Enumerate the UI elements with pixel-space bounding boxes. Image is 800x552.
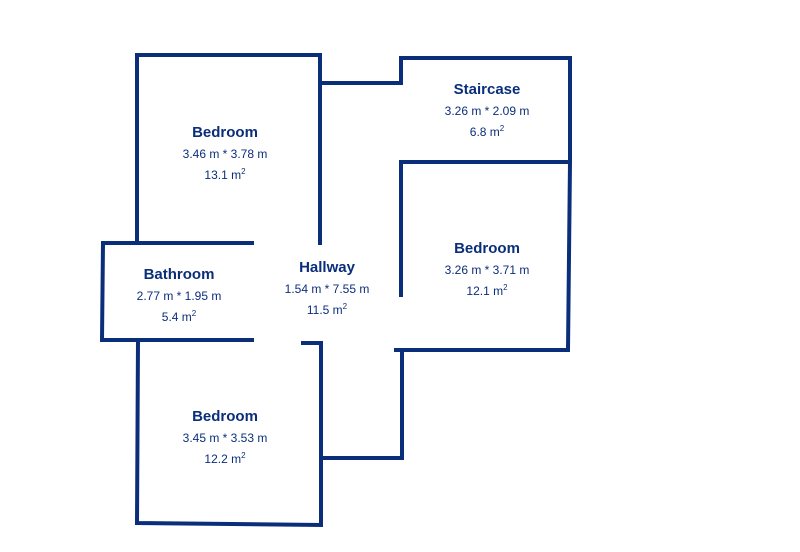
area-unit-superscript: 2 [241, 167, 246, 176]
wall-hallway-bottom [321, 348, 404, 460]
room-area: 6.8 m2 [445, 120, 530, 141]
room-area: 13.1 m2 [183, 163, 268, 184]
room-label-hallway: Hallway 1.54 m * 7.55 m 11.5 m2 [285, 259, 370, 319]
room-dimensions: 2.77 m * 1.95 m [136, 289, 222, 303]
room-name: Bedroom [192, 408, 258, 425]
wall-staircase [399, 56, 572, 164]
room-label-right-bedroom: Bedroom 3.26 m * 3.71 m 12.1 m2 [445, 240, 530, 300]
wall-hallway-top [320, 56, 403, 85]
room-label-staircase: Staircase 3.26 m * 2.09 m 6.8 m2 [445, 81, 530, 141]
wall-top-bedroom-left [135, 53, 322, 245]
room-area: 11.5 m2 [285, 298, 370, 319]
area-value: 11.5 m [306, 303, 343, 317]
area-unit-superscript: 2 [503, 283, 508, 292]
area-unit-superscript: 2 [499, 124, 505, 133]
room-name: Bedroom [454, 240, 520, 257]
room-label-bathroom: Bathroom 2.77 m * 1.95 m 5.4 m2 [137, 266, 222, 326]
area-unit-superscript: 2 [191, 309, 197, 318]
room-area: 12.1 m2 [445, 279, 530, 300]
area-unit-superscript: 2 [342, 302, 348, 311]
room-dimensions: 3.26 m * 2.09 m [444, 104, 530, 118]
room-dimensions: 3.45 m * 3.53 m [182, 431, 268, 445]
wall-bathroom [99, 241, 254, 342]
area-unit-superscript: 2 [241, 451, 246, 460]
area-value: 12.1 m [466, 284, 504, 298]
room-dimensions: 3.46 m * 3.78 m [182, 147, 268, 161]
area-value: 12.2 m [204, 452, 242, 466]
room-name: Bathroom [143, 266, 215, 283]
wall-right-bedroom-right [394, 159, 573, 352]
room-area: 12.2 m2 [183, 447, 268, 468]
room-name: Staircase [453, 81, 521, 98]
area-value: 13.1 m [204, 168, 242, 182]
area-value: 6.8 m [469, 125, 500, 139]
room-dimensions: 3.26 m * 3.71 m [444, 263, 530, 277]
room-label-bottom-bedroom: Bedroom 3.45 m * 3.53 m 12.2 m2 [183, 408, 268, 468]
walls [99, 53, 573, 528]
room-name: Bedroom [192, 124, 258, 141]
room-label-top-bedroom: Bedroom 3.46 m * 3.78 m 13.1 m2 [183, 124, 268, 184]
area-value: 5.4 m [161, 310, 192, 324]
room-dimensions: 1.54 m * 7.55 m [284, 282, 370, 296]
room-area: 5.4 m2 [137, 305, 222, 326]
room-name: Hallway [299, 259, 355, 276]
wall-bottom-bedroom [134, 337, 323, 528]
